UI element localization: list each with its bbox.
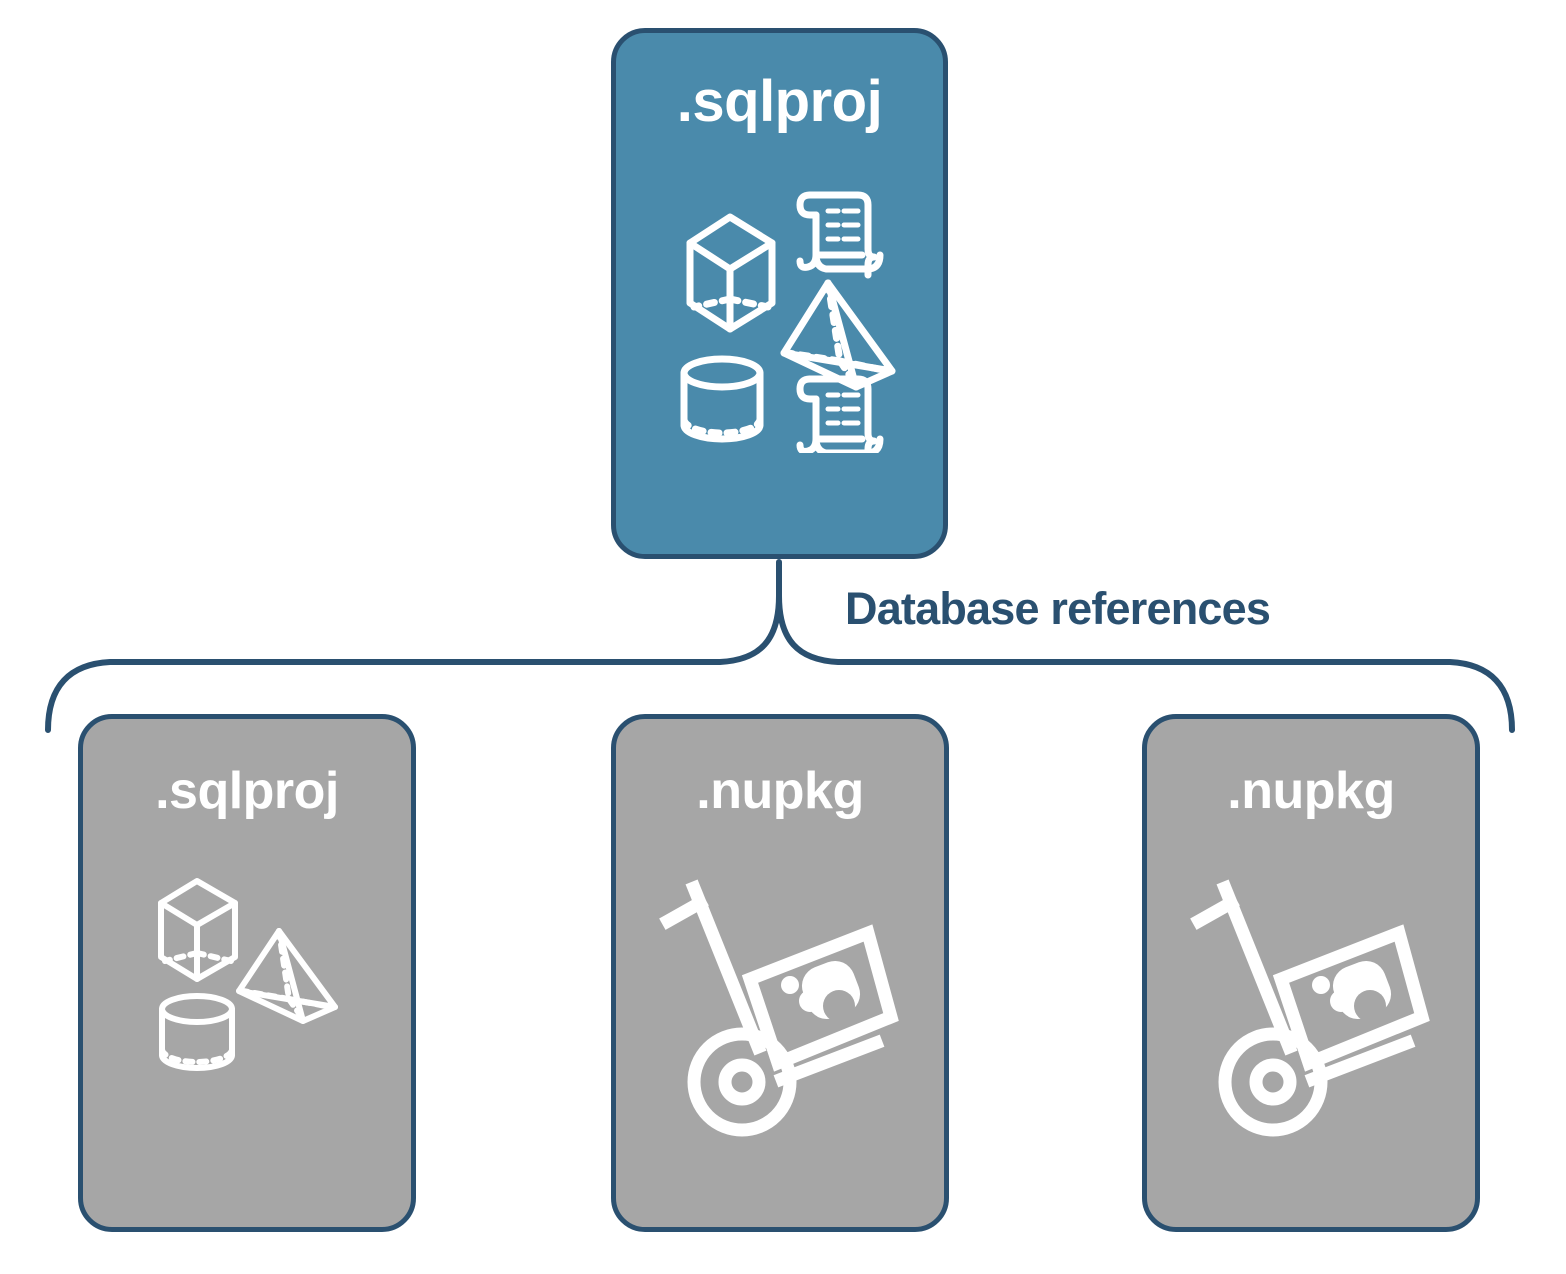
cube-icon (686, 213, 775, 333)
package-cart-icon (659, 879, 899, 1137)
package-cart-icon (1190, 879, 1430, 1137)
connector-label-database-references: Database references (845, 583, 1271, 634)
node-root-sqlproj-icons (616, 181, 943, 453)
scroll-icon (796, 191, 883, 279)
cylinder-icon (159, 993, 235, 1071)
node-ref-sqlproj-label: .sqlproj (155, 762, 339, 820)
node-ref-sqlproj[interactable]: .sqlproj (78, 714, 416, 1232)
node-ref-nupkg-1[interactable]: .nupkg (611, 714, 949, 1232)
cylinder-icon (680, 355, 763, 443)
node-ref-nupkg-2-icons (1147, 867, 1475, 1139)
node-ref-nupkg-1-icons (616, 867, 944, 1139)
node-ref-nupkg-2-label: .nupkg (1227, 762, 1395, 820)
scroll-icon (796, 375, 883, 453)
node-ref-nupkg-2[interactable]: .nupkg (1142, 714, 1480, 1232)
pyramid-icon (780, 279, 895, 391)
node-ref-nupkg-1-label: .nupkg (696, 762, 864, 820)
node-root-sqlproj-label: .sqlproj (676, 69, 883, 134)
pyramid-icon (236, 928, 338, 1024)
node-ref-sqlproj-icons (83, 869, 411, 1079)
cube-icon (158, 878, 238, 982)
node-root-sqlproj[interactable]: .sqlproj (611, 28, 948, 559)
